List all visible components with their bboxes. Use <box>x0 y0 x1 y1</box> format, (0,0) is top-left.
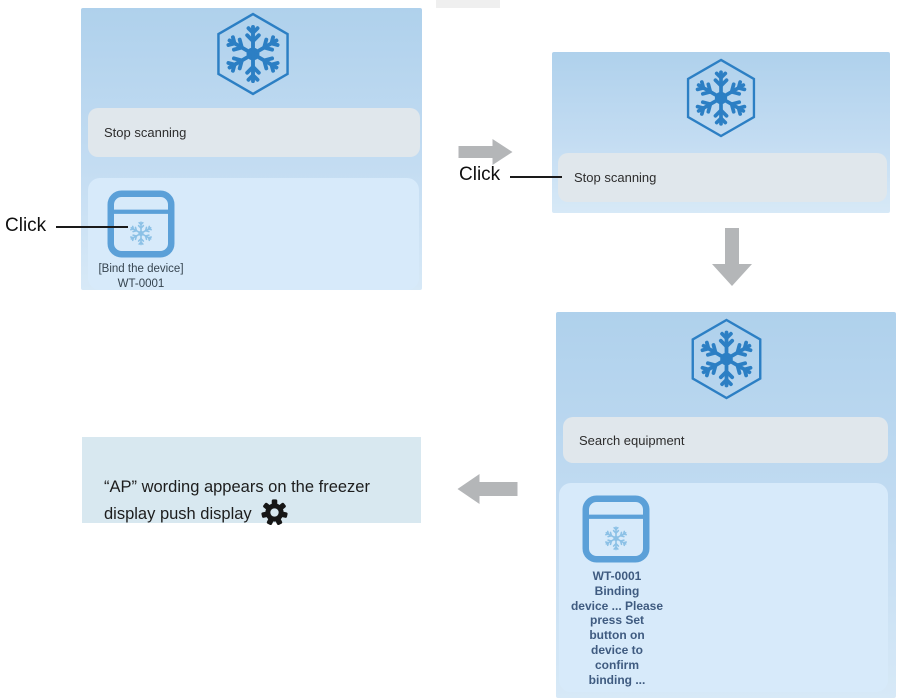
annotation-line <box>56 226 128 228</box>
note-text-content: “AP” wording appears on the freezer disp… <box>104 478 370 523</box>
gear-icon <box>261 499 288 526</box>
freezer-device-icon <box>580 493 652 565</box>
note-text: “AP” wording appears on the freezer disp… <box>104 451 409 526</box>
stop-scanning-button-label: Stop scanning <box>574 170 657 185</box>
app-screen-binding: Search equipment WT-0001 Binding device … <box>556 312 896 698</box>
stop-scanning-button-label: Stop scanning <box>104 125 187 140</box>
app-screen-scan-result: Stop scanning [Bind the device] WT-0001 <box>81 8 422 290</box>
device-card[interactable]: [Bind the device] WT-0001 <box>88 178 419 290</box>
stop-scanning-button[interactable]: Stop scanning <box>558 153 887 202</box>
search-equipment-button-label: Search equipment <box>579 432 685 448</box>
cropped-text-artifact <box>436 0 500 8</box>
snowflake-hexagon-icon <box>688 317 765 401</box>
app-screen-scanning: Stop scanning <box>552 52 890 213</box>
arrow-down-icon <box>712 228 752 286</box>
click-annotation-right: Click <box>459 164 501 185</box>
note-box: “AP” wording appears on the freezer disp… <box>82 437 421 523</box>
snowflake-hexagon-icon <box>683 57 759 139</box>
arrow-right-icon <box>458 139 513 165</box>
snowflake-hexagon-icon <box>214 11 292 97</box>
freezer-device-icon <box>105 188 177 260</box>
device-card[interactable]: WT-0001 Binding device ... Please press … <box>559 483 888 692</box>
device-binding-status: WT-0001 Binding device ... Please press … <box>570 569 664 687</box>
search-equipment-button[interactable]: Search equipment <box>563 417 888 463</box>
arrow-left-icon <box>457 474 518 504</box>
click-annotation-left: Click <box>5 215 47 236</box>
annotation-line <box>510 176 562 178</box>
device-label: [Bind the device] WT-0001 <box>98 263 184 290</box>
stop-scanning-button[interactable]: Stop scanning <box>88 108 420 157</box>
